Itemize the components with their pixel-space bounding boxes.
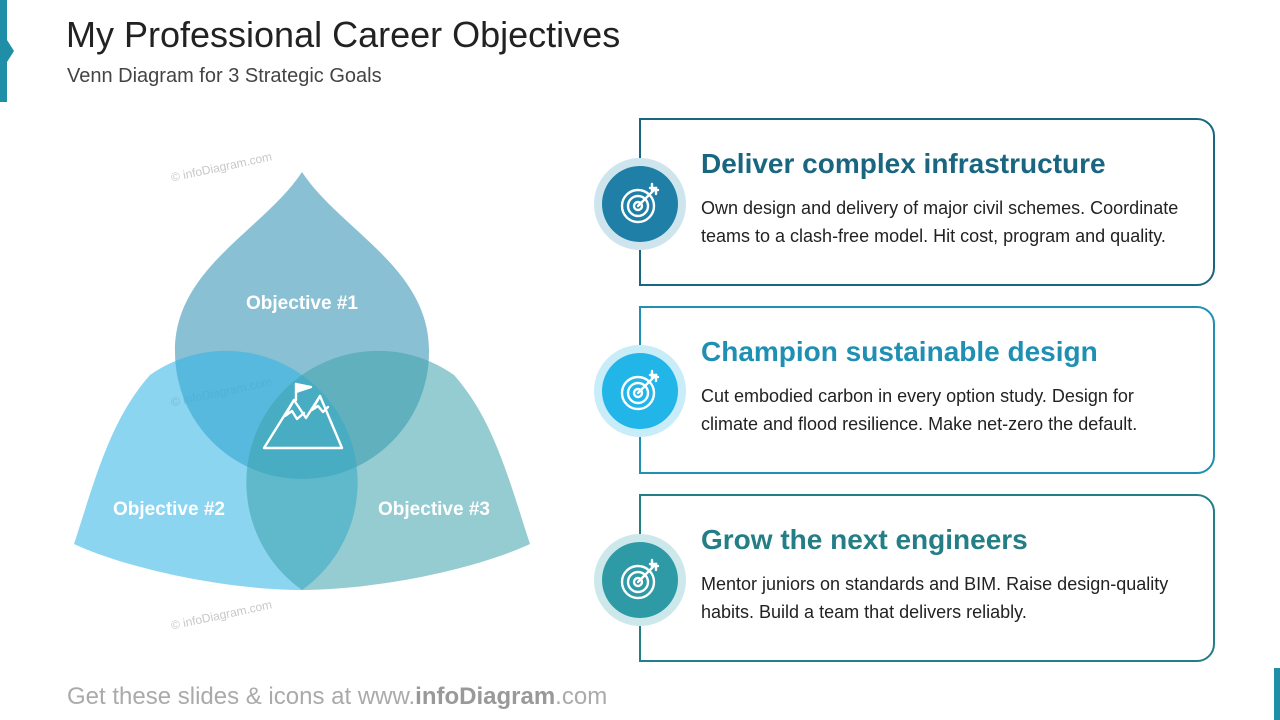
mountain-flag-icon: [262, 382, 344, 450]
left-accent-bar: [0, 0, 14, 102]
objective-badge-1: [594, 158, 686, 250]
venn-label-objective-3: Objective #3: [378, 499, 490, 520]
objective-card-2: Champion sustainable design Cut embodied…: [639, 306, 1215, 474]
objective-heading: Deliver complex infrastructure: [701, 148, 1106, 179]
venn-label-objective-1: Objective #1: [246, 293, 358, 314]
target-arrow-icon: [620, 558, 660, 600]
venn-diagram: Objective #1 Objective #2 Objective #3: [74, 172, 530, 590]
objective-card-1: Deliver complex infrastructure Own desig…: [639, 118, 1215, 286]
footer-link[interactable]: Get these slides & icons at www.infoDiag…: [67, 683, 607, 711]
objective-badge-3: [594, 534, 686, 626]
objective-description: Mentor juniors on standards and BIM. Rai…: [701, 574, 1169, 622]
page-subtitle: Venn Diagram for 3 Strategic Goals: [67, 65, 382, 87]
objective-description: Own design and delivery of major civil s…: [701, 198, 1179, 246]
target-arrow-icon: [620, 182, 660, 224]
objective-badge-2: [594, 345, 686, 437]
objective-description: Cut embodied carbon in every option stud…: [701, 386, 1138, 434]
venn-petal-objective-3[interactable]: [246, 350, 530, 590]
right-accent-bar: [1274, 668, 1280, 720]
page-title: My Professional Career Objectives: [66, 14, 621, 55]
objective-heading: Champion sustainable design: [701, 336, 1098, 367]
footer-suffix: .com: [555, 683, 608, 710]
footer-brand: infoDiagram: [415, 683, 556, 710]
objective-heading: Grow the next engineers: [701, 524, 1028, 555]
venn-label-objective-2: Objective #2: [113, 499, 225, 520]
footer-prefix: Get these slides & icons at www.: [67, 683, 416, 710]
target-arrow-icon: [620, 369, 660, 411]
objective-card-3: Grow the next engineers Mentor juniors o…: [639, 494, 1215, 662]
